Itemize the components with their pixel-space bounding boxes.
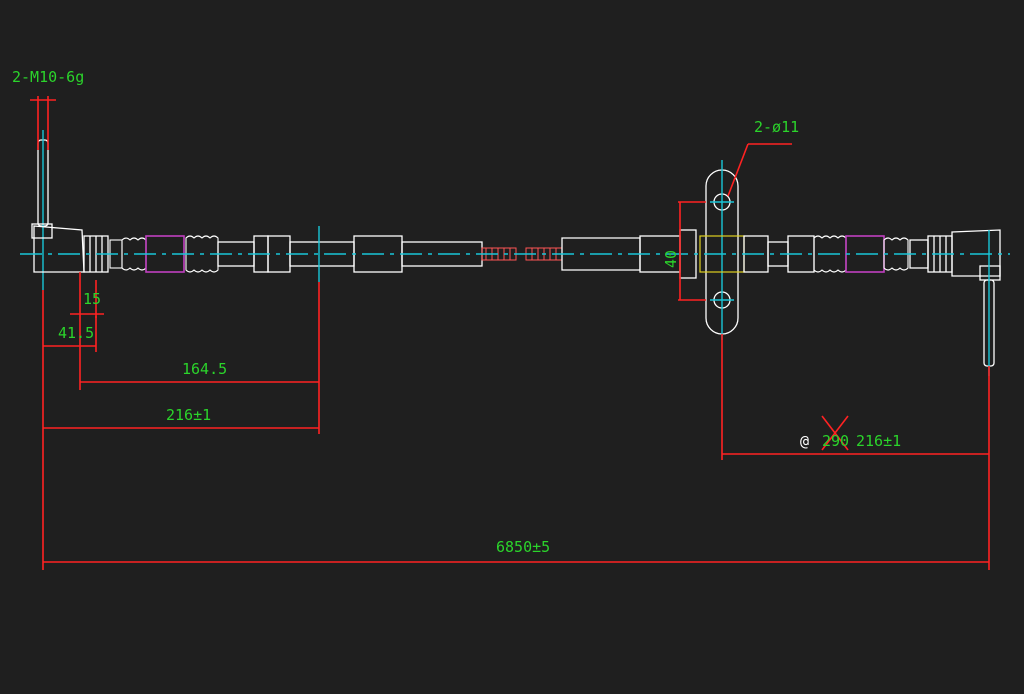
dim-41-5-label: 41.5 (58, 324, 94, 342)
right-end-fitting (525, 160, 1001, 376)
dim-15-label: 15 (83, 290, 101, 308)
at-mark: @ (800, 432, 809, 450)
dim-total-label: 6850±5 (496, 538, 550, 556)
left-end-fitting (31, 130, 517, 290)
dimension-lines (30, 96, 990, 570)
hole-spec-label: 2-ø11 (754, 118, 799, 136)
dim-216-right-label: 216±1 (856, 432, 901, 450)
bracket-dim-label: 40 (662, 250, 680, 268)
dim-290-struck-label: 290 (822, 432, 849, 450)
dim-164-5-label: 164.5 (182, 360, 227, 378)
dim-216-left-label: 216±1 (166, 406, 211, 424)
thread-spec-label: 2-M10-6g (12, 68, 84, 86)
